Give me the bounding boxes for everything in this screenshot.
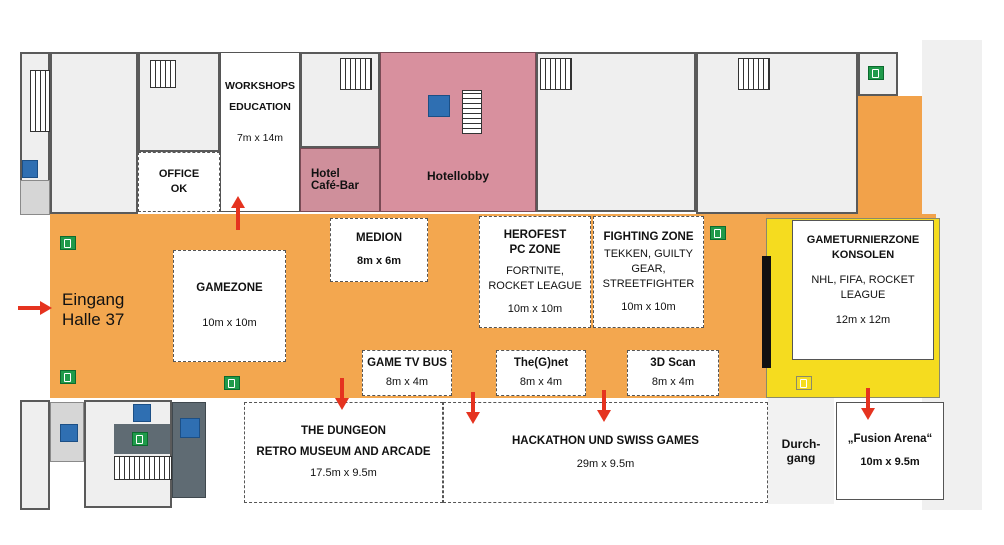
gameturnier-size: 12m x 12m (835, 314, 891, 326)
thegnet-zone: The(G)net 8m x 4m (496, 350, 586, 396)
gametv-name: GAME TV BUS (367, 357, 447, 369)
bottom-left-room (20, 400, 50, 510)
gameturnier-title-2: KONSOLEN (831, 249, 895, 261)
accessible-icon (133, 404, 151, 422)
stairs-icon (30, 70, 50, 132)
elevator-icon (428, 95, 450, 117)
workshops-label-1: WORKSHOPS (224, 80, 295, 92)
hall-right-strip (766, 214, 936, 220)
restroom-icon (60, 424, 78, 442)
fighting-size: 10m x 10m (621, 300, 676, 313)
fusion-arrow-icon (861, 388, 875, 420)
entrance-label: Eingang Halle 37 (62, 290, 124, 330)
hotellobby: Hotellobby (380, 52, 536, 212)
dungeon-title-2: RETRO MUSEUM AND ARCADE (256, 446, 431, 458)
durchgang-label-2: gang (786, 451, 816, 465)
room-top-5 (696, 52, 858, 214)
fighting-games-2: GEAR, (631, 262, 666, 275)
stairs-icon (540, 58, 572, 90)
lobby-label: Hotellobby (427, 169, 489, 183)
hackathon-size: 29m x 9.5m (576, 457, 635, 470)
entrance-line-1: Eingang (62, 290, 125, 309)
gameturnier-games-2: LEAGUE (840, 289, 886, 301)
stairs-icon (114, 456, 172, 480)
stairs-icon (738, 58, 770, 90)
entrance-line-2: Halle 37 (62, 310, 125, 329)
exit-sign-icon (796, 376, 812, 390)
bottom-room-2 (84, 400, 172, 508)
fusion-name: „Fusion Arena“ (847, 433, 933, 445)
office-label-1: OFFICE (158, 168, 200, 180)
medion-zone: MEDION 8m x 6m (330, 218, 428, 282)
durchgang: Durch- gang (768, 398, 834, 504)
gamezone: GAMEZONE 10m x 10m (173, 250, 286, 362)
exit-sign-icon (60, 236, 76, 250)
dungeon-size: 17.5m x 9.5m (310, 467, 377, 479)
exit-sign-icon (868, 66, 884, 80)
cafe-room: Hotel Café-Bar (300, 148, 380, 212)
gamezone-name: GAMEZONE (196, 282, 263, 294)
fighting-games-1: TEKKEN, GUILTY (603, 247, 694, 260)
fighting-zone: FIGHTING ZONE TEKKEN, GUILTY GEAR, STREE… (593, 216, 704, 328)
restroom-icon (22, 160, 38, 178)
gametv-size: 8m x 4m (385, 376, 429, 388)
dungeon-title-1: THE DUNGEON (301, 425, 386, 437)
scan3d-name: 3D Scan (650, 357, 696, 369)
exit-sign-icon (132, 432, 148, 446)
scan3d-size: 8m x 4m (651, 376, 695, 388)
exit-sign-icon (60, 370, 76, 384)
gameturnier-zone: GAMETURNIERZONE KONSOLEN NHL, FIFA, ROCK… (792, 220, 934, 360)
workshops-room: WORKSHOPS EDUCATION 7m x 14m (220, 52, 300, 212)
cafe-label-1: Hotel (311, 168, 340, 180)
gametv-zone: GAME TV BUS 8m x 4m (362, 350, 452, 396)
office-room: OFFICE OK (138, 152, 220, 212)
stairs-icon (462, 90, 482, 134)
herofest-title-2: PC ZONE (509, 243, 561, 256)
gameturnier-games-1: NHL, FIFA, ROCKET (811, 274, 915, 286)
hall-right-extension (858, 96, 922, 216)
gamezone-size: 10m x 10m (202, 317, 257, 329)
herofest-title-1: HEROFEST (503, 228, 567, 241)
hackathon-arrow-icon-1 (466, 392, 480, 424)
office-label-2: OK (170, 183, 188, 195)
herofest-zone: HEROFEST PC ZONE FORTNITE, ROCKET LEAGUE… (479, 216, 591, 328)
workshop-arrow-icon (231, 196, 245, 230)
gameturnier-title-1: GAMETURNIERZONE (806, 234, 920, 246)
herofest-games-2: ROCKET LEAGUE (488, 279, 582, 292)
stairs-icon (340, 58, 372, 90)
workshops-size: 7m x 14m (236, 132, 284, 144)
durchgang-label-1: Durch- (781, 437, 821, 451)
thegnet-name: The(G)net (513, 357, 569, 369)
dungeon-arrow-icon (335, 378, 349, 410)
medion-name: MEDION (356, 232, 402, 244)
hackathon-arrow-icon-2 (597, 390, 611, 422)
restroom-block (172, 402, 206, 498)
exit-sign-icon (224, 376, 240, 390)
stage-bar (762, 256, 771, 368)
thegnet-size: 8m x 4m (519, 376, 563, 388)
exit-sign-icon (710, 226, 726, 240)
entrance-arrow-icon (18, 301, 52, 315)
room-top-1 (50, 52, 138, 214)
fusion-size: 10m x 9.5m (860, 456, 920, 468)
herofest-games-1: FORTNITE, (506, 264, 564, 277)
stairs-icon (150, 60, 176, 88)
left-service-room (20, 180, 50, 215)
scan3d-zone: 3D Scan 8m x 4m (627, 350, 719, 396)
fighting-title: FIGHTING ZONE (603, 230, 694, 243)
fusion-arena: „Fusion Arena“ 10m x 9.5m (836, 402, 944, 500)
restroom-icon (180, 418, 200, 438)
medion-size: 8m x 6m (356, 255, 402, 267)
herofest-size: 10m x 10m (507, 302, 563, 315)
cafe-label-2: Café-Bar (311, 180, 359, 192)
fighting-games-3: STREETFIGHTER (602, 277, 695, 290)
workshops-label-2: EDUCATION (229, 101, 291, 113)
dungeon-room: THE DUNGEON RETRO MUSEUM AND ARCADE 17.5… (244, 402, 443, 503)
hackathon-name: HACKATHON UND SWISS GAMES (512, 434, 699, 447)
